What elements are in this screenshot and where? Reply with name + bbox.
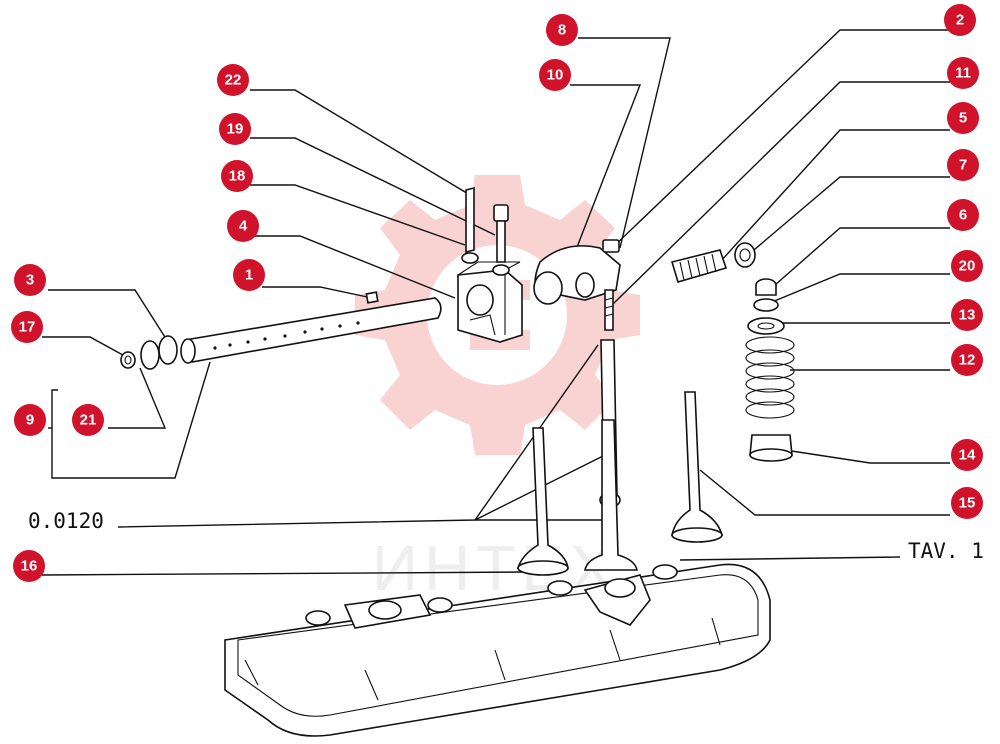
callout-badge-1[interactable]: 1 — [233, 259, 265, 291]
callout-badge-19[interactable]: 19 — [219, 113, 251, 145]
callout-badge-22[interactable]: 22 — [217, 64, 249, 96]
rocker-shaft — [180, 291, 442, 364]
callout-number: 7 — [959, 157, 967, 174]
rocker-arm — [533, 239, 621, 331]
callout-badge-17[interactable]: 17 — [11, 311, 43, 343]
table-label: TAV. 1 — [908, 539, 984, 563]
callout-number: 12 — [959, 352, 976, 369]
callout-badge-8[interactable]: 8 — [546, 14, 578, 46]
callout-number: 9 — [26, 412, 34, 429]
cylinder-head-cover — [224, 563, 771, 737]
parts — [120, 186, 795, 737]
callout-number: 4 — [239, 218, 248, 235]
studs — [461, 186, 510, 276]
callout-number: 15 — [959, 495, 976, 512]
callout-badge-10[interactable]: 10 — [539, 59, 571, 91]
callout-number: 8 — [558, 22, 566, 39]
code-label: 0.0120 — [28, 509, 104, 533]
callout-number: 11 — [955, 65, 971, 82]
callout-badges: 22 19 18 4 1 3 17 9 21 8 10 2 11 5 7 6 2… — [11, 4, 983, 582]
leader-lines — [41, 29, 950, 576]
callout-number: 2 — [956, 12, 964, 29]
callout-number: 16 — [21, 558, 38, 575]
shaft-end-parts — [120, 335, 178, 370]
callout-badge-9[interactable]: 9 — [14, 404, 46, 436]
callout-badge-7[interactable]: 7 — [947, 149, 979, 181]
callout-badge-3[interactable]: 3 — [14, 264, 46, 296]
callout-number: 5 — [959, 110, 967, 127]
callout-badge-11[interactable]: 11 — [947, 57, 979, 89]
valve-spring-assembly — [670, 242, 795, 462]
callout-badge-4[interactable]: 4 — [227, 210, 259, 242]
valve-spring — [745, 336, 795, 419]
valves — [516, 391, 724, 576]
callout-number: 14 — [959, 447, 976, 464]
callout-badge-20[interactable]: 20 — [951, 250, 983, 282]
callout-badge-18[interactable]: 18 — [221, 160, 253, 192]
callout-number: 1 — [245, 267, 253, 284]
callout-badge-6[interactable]: 6 — [947, 199, 979, 231]
rocker-support — [457, 261, 523, 343]
callout-badge-13[interactable]: 13 — [951, 299, 983, 331]
callout-number: 6 — [959, 207, 967, 224]
callout-number: 19 — [227, 121, 244, 138]
callout-badge-2[interactable]: 2 — [944, 4, 976, 36]
callout-badge-21[interactable]: 21 — [72, 404, 104, 436]
callout-badge-14[interactable]: 14 — [951, 439, 983, 471]
callout-number: 22 — [225, 72, 242, 89]
callout-number: 10 — [547, 67, 564, 84]
callout-badge-16[interactable]: 16 — [13, 550, 45, 582]
callout-badge-15[interactable]: 15 — [951, 487, 983, 519]
callout-number: 3 — [26, 272, 34, 289]
callout-number: 21 — [80, 412, 97, 429]
callout-badge-5[interactable]: 5 — [947, 102, 979, 134]
callout-number: 17 — [19, 319, 36, 336]
callout-number: 18 — [229, 168, 246, 185]
callout-number: 13 — [959, 307, 976, 324]
callout-badge-12[interactable]: 12 — [951, 344, 983, 376]
callout-number: 20 — [959, 258, 976, 275]
